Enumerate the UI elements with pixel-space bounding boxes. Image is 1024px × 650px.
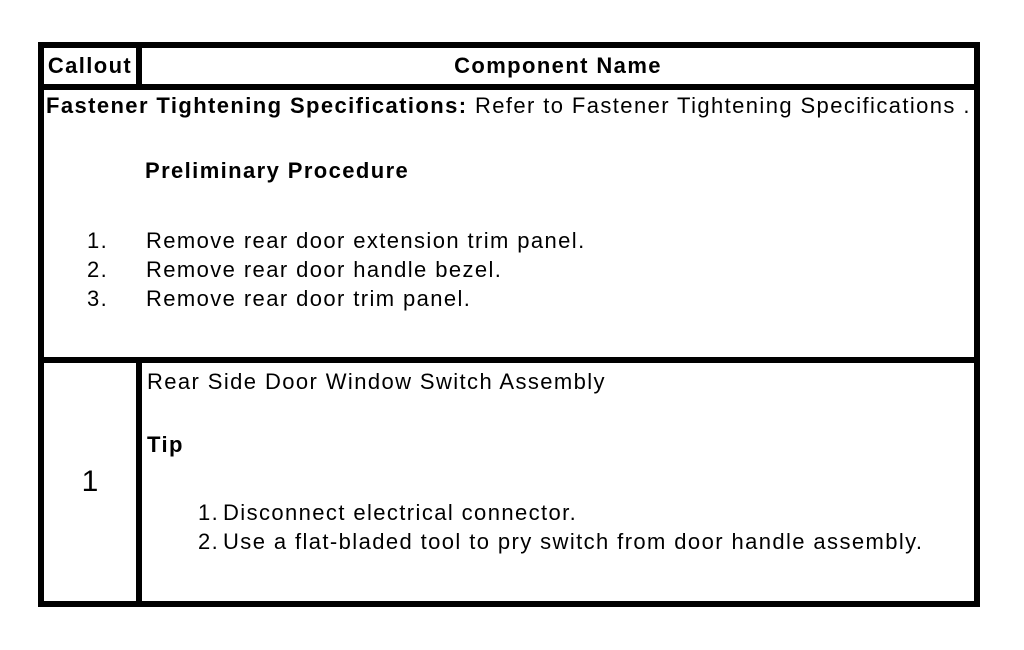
step-number: 1.: [87, 228, 109, 253]
step-number: 1.: [198, 500, 220, 525]
step-number: 2.: [198, 529, 220, 554]
step-number: 3.: [87, 286, 109, 311]
header-column-divider: [136, 48, 142, 84]
fastener-spec-cell: Fastener Tightening Specifications: Refe…: [44, 90, 974, 357]
component-name-column-header: Component Name: [454, 53, 662, 78]
step-text: Remove rear door handle bezel.: [146, 257, 503, 282]
bottom-column-divider: [136, 363, 142, 601]
step-text: Remove rear door trim panel.: [146, 286, 472, 311]
callout-column-header: Callout: [47, 53, 133, 78]
tip-title: Tip: [147, 432, 184, 457]
component-table: Callout Component Name Fastener Tighteni…: [38, 42, 980, 607]
step-text: Use a flat-bladed tool to pry switch fro…: [223, 529, 924, 554]
spec-row-divider: [44, 357, 974, 363]
tip-steps-list: 1. Disconnect electrical connector. 2. U…: [198, 498, 972, 556]
list-item: 1. Disconnect electrical connector.: [198, 498, 972, 527]
step-number: 2.: [87, 257, 109, 282]
fastener-spec-reference: Refer to Fastener Tightening Specificati…: [467, 93, 971, 118]
step-text: Disconnect electrical connector.: [223, 500, 578, 525]
component-name: Rear Side Door Window Switch Assembly: [147, 369, 606, 394]
list-item: 2. Remove rear door handle bezel.: [87, 255, 972, 284]
step-text: Remove rear door extension trim panel.: [146, 228, 586, 253]
preliminary-procedure-title: Preliminary Procedure: [145, 158, 410, 183]
callout-cell: 1: [44, 363, 136, 601]
callout-number: 1: [81, 465, 99, 498]
fastener-spec-label: Fastener Tightening Specifications:: [46, 93, 468, 118]
component-cell: Rear Side Door Window Switch Assembly Ti…: [142, 363, 974, 601]
list-item: 1. Remove rear door extension trim panel…: [87, 226, 972, 255]
header-row-divider: [44, 84, 974, 90]
list-item: 2. Use a flat-bladed tool to pry switch …: [198, 527, 972, 556]
preliminary-steps-list: 1. Remove rear door extension trim panel…: [87, 226, 972, 313]
fastener-spec-line: Fastener Tightening Specifications: Refe…: [46, 91, 972, 120]
list-item: 3. Remove rear door trim panel.: [87, 284, 972, 313]
